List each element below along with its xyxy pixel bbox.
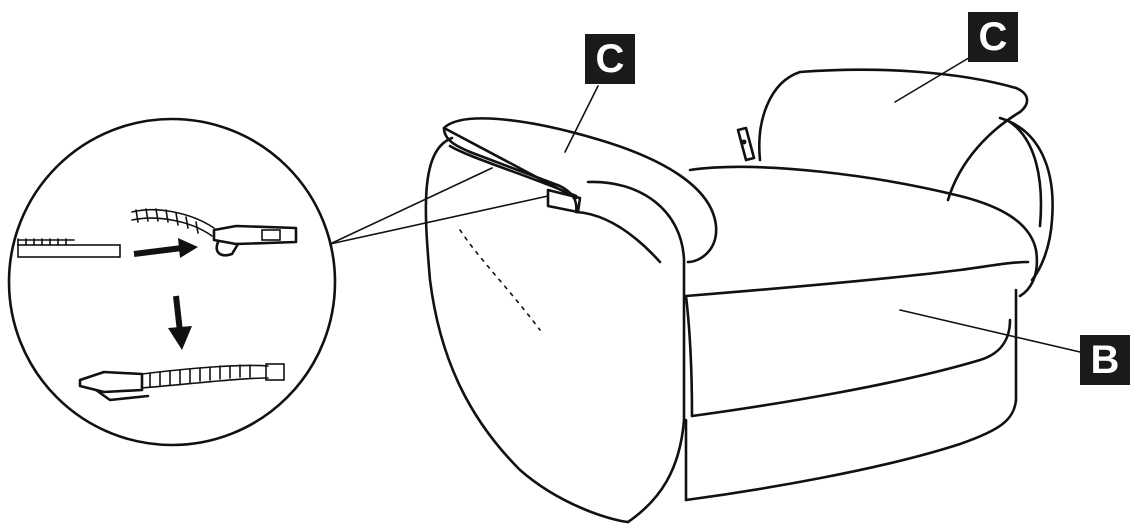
arrow-down-icon [168, 295, 192, 350]
label-backrest-cover: C [968, 12, 1018, 62]
chair-illustration [424, 68, 1081, 524]
label-armrest-cover: C [585, 34, 635, 84]
leader-lines [329, 167, 549, 245]
arrow-right-icon [133, 238, 198, 258]
zipper-detail-circle [7, 117, 337, 447]
zipper-closed-icon [78, 363, 285, 402]
zipper-open-icon [17, 238, 121, 258]
leader-line-back-c [894, 55, 973, 103]
zipper-slider-icon [131, 208, 298, 257]
label-seat-base: B [1080, 335, 1130, 385]
leader-line-arm-c [564, 85, 599, 153]
